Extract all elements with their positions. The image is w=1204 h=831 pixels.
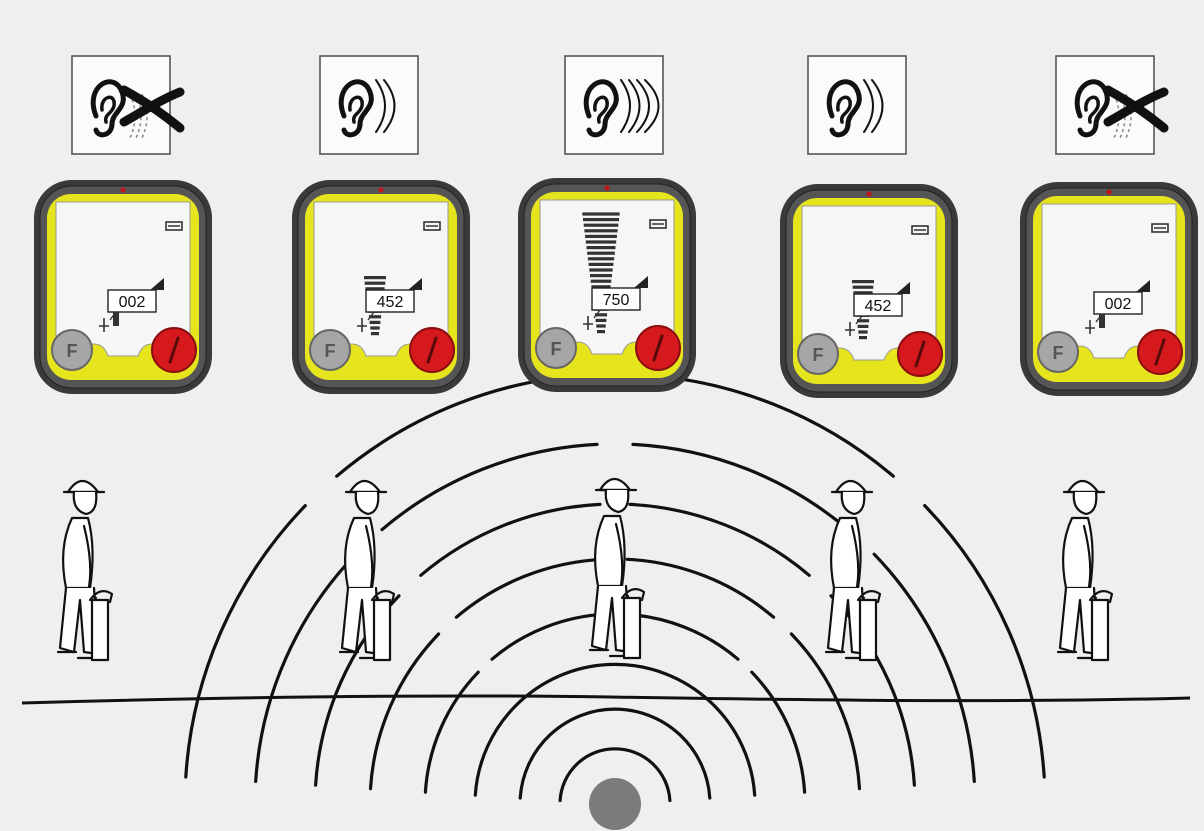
f-button-icon: F (536, 328, 576, 368)
signal-readout: 002 (1105, 296, 1132, 313)
power-button-icon (1138, 330, 1182, 374)
wave-arc (475, 664, 754, 795)
signal-readout: 002 (119, 294, 146, 311)
wave-arc (425, 672, 478, 792)
signal-readout: 750 (603, 292, 630, 309)
signal-readout: 452 (377, 294, 404, 311)
wave-arc (492, 614, 606, 659)
wave-arc (382, 444, 597, 529)
power-button-icon (152, 328, 196, 372)
ear-sound-waves-icon (565, 56, 663, 154)
buried-signal-source-icon (589, 778, 641, 830)
f-button-label: F (813, 345, 824, 365)
f-button-label: F (325, 341, 336, 361)
wave-arc (925, 506, 1044, 777)
operator-with-locator-icon (1058, 481, 1112, 660)
ear-sound-waves-icon (320, 56, 418, 154)
wave-arc (874, 554, 974, 781)
ear-crossed-icon (1056, 56, 1164, 154)
f-button-label: F (67, 341, 78, 361)
wave-arc (256, 554, 356, 781)
f-button-label: F (551, 339, 562, 359)
power-button-icon (636, 326, 680, 370)
wave-arc (633, 444, 848, 529)
wave-arc (456, 559, 602, 617)
f-button-icon: F (1038, 332, 1078, 372)
wave-arc (627, 559, 773, 617)
wave-arc (630, 504, 809, 575)
power-button-icon (410, 328, 454, 372)
operator-with-locator-icon (340, 481, 394, 660)
f-button-icon: F (798, 334, 838, 374)
f-button-icon: F (310, 330, 350, 370)
f-button-icon: F (52, 330, 92, 370)
wave-arc (421, 504, 600, 575)
power-button-icon (898, 332, 942, 376)
wave-arc (752, 672, 805, 792)
ear-crossed-icon (72, 56, 180, 154)
wave-arc (625, 614, 739, 659)
operator-with-locator-icon (826, 481, 880, 660)
operator-with-locator-icon (58, 481, 112, 660)
wave-arc (186, 506, 305, 777)
ear-sound-waves-icon (808, 56, 906, 154)
f-button-label: F (1053, 343, 1064, 363)
signal-readout: 452 (865, 298, 892, 315)
